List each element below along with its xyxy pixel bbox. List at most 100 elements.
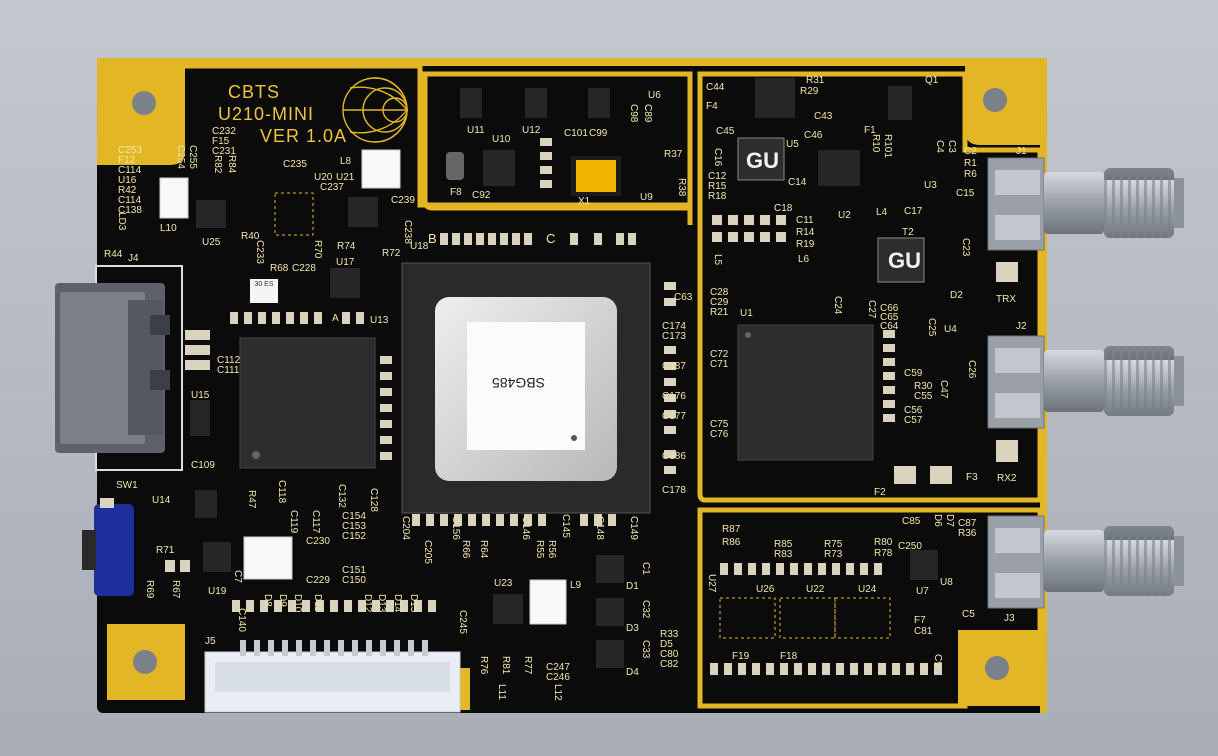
designator: U21 — [336, 172, 355, 183]
designator: C81 — [914, 626, 933, 637]
designator: R55 — [534, 540, 545, 559]
designator: R56 — [546, 540, 557, 559]
designator: R38 — [676, 178, 687, 197]
designator: C55 — [914, 391, 933, 402]
designator: R72 — [382, 248, 401, 259]
designator: R44 — [104, 249, 123, 260]
designator: U27 — [706, 574, 717, 593]
ic-packages — [190, 78, 938, 668]
sma-connector-j2[interactable] — [987, 335, 1184, 429]
designator: C17 — [904, 206, 923, 217]
designator: C43 — [814, 111, 833, 122]
designator: C76 — [710, 429, 729, 440]
designator: D5 — [660, 639, 673, 650]
designator: C15 — [956, 188, 975, 199]
designator: C114 — [118, 195, 142, 206]
designator: C99 — [589, 128, 608, 139]
designator: C85 — [902, 516, 921, 527]
designator: C11 — [796, 215, 814, 226]
designator: C5 — [962, 609, 975, 620]
designator: LD3 — [116, 212, 127, 231]
designator: Q1 — [925, 75, 939, 86]
designator: C4 — [934, 140, 945, 153]
pin-header-j5[interactable] — [204, 640, 461, 713]
label-j4: J4 — [128, 253, 139, 264]
designator: C250 — [898, 541, 922, 552]
designator: C44 — [706, 82, 725, 93]
designator: C229 — [306, 575, 330, 586]
designator: C176 — [662, 391, 686, 402]
designator: C255 — [187, 145, 198, 169]
designator: C47 — [938, 380, 949, 399]
designator: C128 — [368, 488, 379, 512]
designator: C246 — [546, 672, 570, 683]
gold-bottom-strip — [460, 668, 470, 710]
designator: R87 — [722, 524, 741, 535]
designator: C228 — [292, 263, 316, 274]
designator: C56 — [904, 405, 923, 416]
designator: C16 — [712, 148, 723, 167]
designator: C112 — [217, 355, 241, 366]
designator: U8 — [940, 577, 953, 588]
usb-connector[interactable] — [55, 265, 183, 471]
designator: C7 — [232, 570, 243, 583]
designator: C24 — [832, 296, 843, 315]
designator: C173 — [662, 331, 686, 342]
designator: C63 — [674, 292, 693, 303]
designator: X1 — [578, 196, 591, 207]
chip-marking: SBG485 — [492, 375, 545, 391]
designator: F19 — [732, 651, 750, 662]
designator: R69 — [144, 580, 155, 599]
designator: D10 — [292, 594, 303, 613]
designator: C64 — [880, 321, 899, 332]
designator: C29 — [710, 297, 729, 308]
designator: C237 — [320, 182, 344, 193]
designator: C146 — [520, 516, 531, 540]
sma-connector-j1[interactable] — [987, 157, 1184, 251]
mounting-holes — [124, 80, 1017, 688]
designator: F3 — [966, 472, 978, 483]
designator: R84 — [226, 155, 237, 174]
designator: C204 — [400, 516, 411, 540]
balun-marking-2: GU — [888, 248, 921, 273]
designator: L12 — [552, 684, 563, 701]
designator: C3 — [946, 140, 957, 153]
designator: C230 — [306, 536, 330, 547]
designator: C148 — [594, 516, 605, 540]
designator: U3 — [924, 180, 937, 191]
designator: C12 — [708, 171, 727, 182]
designator: R71 — [156, 545, 175, 556]
designator: U9 — [640, 192, 653, 203]
designator: R6 — [964, 169, 977, 180]
designator: U5 — [786, 139, 799, 150]
designator: R21 — [710, 307, 729, 318]
sma-connector-j3[interactable] — [987, 515, 1184, 609]
designator: R75 — [824, 539, 843, 550]
designator: F7 — [914, 615, 926, 626]
designator: T2 — [902, 227, 914, 238]
designator: R10 — [870, 134, 881, 153]
designator: C138 — [118, 205, 142, 216]
designator: U11 — [467, 125, 485, 136]
designator: U19 — [208, 586, 227, 597]
designator: L5 — [712, 254, 723, 266]
designator: F2 — [874, 487, 886, 498]
label-j3: J3 — [1004, 613, 1015, 624]
designator: C239 — [391, 195, 415, 206]
label-sw1: SW1 — [116, 480, 138, 491]
designator: C33 — [640, 640, 651, 659]
designator: F8 — [450, 187, 462, 198]
designator: L6 — [798, 254, 810, 265]
designator: C2 — [964, 146, 977, 157]
label-j5: J5 — [205, 636, 216, 647]
designator: D4 — [626, 667, 639, 678]
designator: F1 — [864, 125, 876, 136]
power-switch[interactable] — [82, 498, 134, 596]
designator: R73 — [824, 549, 843, 560]
designator: C152 — [342, 531, 366, 542]
designator: D11 — [312, 594, 323, 612]
designator: C92 — [472, 190, 491, 201]
gold-edge-top — [97, 58, 1047, 66]
designator: C82 — [660, 659, 679, 670]
fx3-chip — [239, 337, 376, 469]
